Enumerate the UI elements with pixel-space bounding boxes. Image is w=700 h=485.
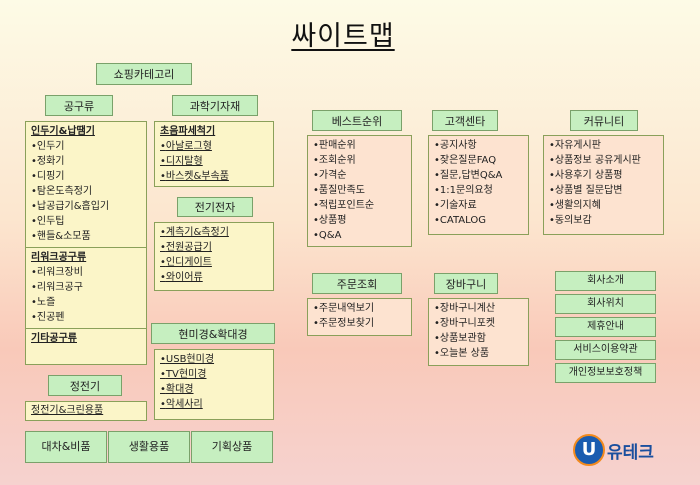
bottom-button-special[interactable]: 기획상품: [191, 431, 273, 463]
science-group-ultrasonic[interactable]: 초음파세척기: [160, 126, 216, 137]
list-item[interactable]: 동의보감: [549, 213, 658, 228]
list-item[interactable]: 리워크공구: [31, 280, 141, 295]
cart-box: 장바구니계산 장바구니포켓 상품보관함 오늘본 상품: [428, 298, 529, 366]
list-item[interactable]: 악세사리: [160, 397, 268, 412]
order-box: 주문내역보기 주문정보찾기: [307, 298, 412, 336]
company-item-partnership[interactable]: 제휴안내: [555, 317, 656, 337]
list-item[interactable]: 디핑기: [31, 169, 141, 184]
list-item[interactable]: 정화기: [31, 154, 141, 169]
list-item[interactable]: 상품평: [313, 213, 406, 228]
list-item[interactable]: 생활의지혜: [549, 198, 658, 213]
company-item-terms[interactable]: 서비스이용약관: [555, 340, 656, 360]
order-header[interactable]: 주문조회: [312, 273, 402, 294]
list-item[interactable]: 바스켓&부속품: [160, 169, 268, 184]
bottom-button-cart-fixtures[interactable]: 대차&비품: [25, 431, 107, 463]
electronics-box: 계측기&측정기 전원공급기 인디게이트 와이어류: [154, 222, 274, 291]
list-item[interactable]: 기술자료: [434, 198, 523, 213]
list-item[interactable]: 계측기&측정기: [160, 225, 268, 240]
list-item[interactable]: 품질만족도: [313, 183, 406, 198]
tools-header[interactable]: 공구류: [45, 95, 113, 116]
company-menu: 회사소개 회사위치 제휴안내 서비스이용약관 개인정보보호정책: [555, 271, 656, 386]
community-header[interactable]: 커뮤니티: [570, 110, 638, 131]
tools-group-rework[interactable]: 리워크공구류: [31, 252, 87, 263]
company-item-about[interactable]: 회사소개: [555, 271, 656, 291]
list-item[interactable]: 잦은질문FAQ: [434, 153, 523, 168]
list-item[interactable]: 상품보관함: [434, 331, 523, 346]
bottom-button-living[interactable]: 생활용품: [108, 431, 190, 463]
microscope-box: USB현미경 TV현미경 확대경 악세사리: [154, 349, 274, 420]
list-item[interactable]: 자유게시판: [549, 138, 658, 153]
list-item[interactable]: 주문정보찾기: [313, 316, 406, 331]
list-item[interactable]: Q&A: [313, 228, 406, 243]
electronics-header[interactable]: 전기전자: [177, 197, 253, 217]
best-box: 판매순위 조회순위 가격순 품질만족도 적립포인트순 상품평 Q&A: [307, 135, 412, 247]
list-item[interactable]: 노즐: [31, 295, 141, 310]
list-item[interactable]: 인디게이트: [160, 255, 268, 270]
list-item[interactable]: 조회순위: [313, 153, 406, 168]
company-logo[interactable]: U 유테크: [573, 432, 671, 468]
list-item[interactable]: 상품별 질문답변: [549, 183, 658, 198]
company-item-location[interactable]: 회사위치: [555, 294, 656, 314]
page-title: 싸이트맵: [291, 21, 395, 52]
list-item[interactable]: 1:1문의요청: [434, 183, 523, 198]
list-item[interactable]: CATALOG: [434, 213, 523, 228]
list-item[interactable]: 인두기: [31, 139, 141, 154]
list-item[interactable]: 핸들&소모품: [31, 229, 141, 244]
list-item[interactable]: 주문내역보기: [313, 301, 406, 316]
list-item[interactable]: 오늘본 상품: [434, 346, 523, 361]
logo-text: 유테크: [607, 442, 654, 463]
list-item[interactable]: 질문,답변Q&A: [434, 168, 523, 183]
list-item[interactable]: 판매순위: [313, 138, 406, 153]
tools-group-other[interactable]: 기타공구류: [31, 333, 77, 344]
company-item-privacy[interactable]: 개인정보보호정책: [555, 363, 656, 383]
divider: [26, 328, 146, 329]
tools-box: 인두기&납땜기 인두기 정화기 디핑기 탐온도측정기 납공급기&흡입기 인두팁 …: [25, 121, 147, 365]
best-header[interactable]: 베스트순위: [312, 110, 402, 131]
customer-box: 공지사항 잦은질문FAQ 질문,답변Q&A 1:1문의요청 기술자료 CATAL…: [428, 135, 529, 235]
shopping-category-header[interactable]: 쇼핑카테고리: [96, 63, 192, 85]
list-item[interactable]: 전원공급기: [160, 240, 268, 255]
divider: [26, 247, 146, 248]
science-box: 초음파세척기 아날로그형 디지탈형 바스켓&부속품: [154, 121, 274, 187]
microscope-header[interactable]: 현미경&확대경: [151, 323, 275, 344]
list-item[interactable]: 정전기&크린용품: [31, 405, 104, 416]
list-item[interactable]: 가격순: [313, 168, 406, 183]
list-item[interactable]: 아날로그형: [160, 139, 268, 154]
list-item[interactable]: TV현미경: [160, 367, 268, 382]
stationery-header[interactable]: 정전기: [48, 375, 122, 396]
list-item[interactable]: 탐온도측정기: [31, 184, 141, 199]
list-item[interactable]: 디지탈형: [160, 154, 268, 169]
customer-header[interactable]: 고객센타: [432, 110, 498, 131]
list-item[interactable]: 진공펜: [31, 310, 141, 325]
community-box: 자유게시판 상품정보 공유게시판 사용후기 상품평 상품별 질문답변 생활의지혜…: [543, 135, 664, 235]
list-item[interactable]: 납공급기&흡입기: [31, 199, 141, 214]
list-item[interactable]: 장바구니계산: [434, 301, 523, 316]
list-item[interactable]: 적립포인트순: [313, 198, 406, 213]
science-header[interactable]: 과학기자재: [172, 95, 258, 116]
stationery-box: 정전기&크린용품: [25, 401, 147, 421]
tools-group-soldering[interactable]: 인두기&납땜기: [31, 126, 95, 137]
logo-mark: U: [573, 434, 605, 466]
list-item[interactable]: 리워크장비: [31, 265, 141, 280]
list-item[interactable]: 인두팁: [31, 214, 141, 229]
list-item[interactable]: 상품정보 공유게시판: [549, 153, 658, 168]
list-item[interactable]: 장바구니포켓: [434, 316, 523, 331]
list-item[interactable]: 공지사항: [434, 138, 523, 153]
list-item[interactable]: 와이어류: [160, 270, 268, 285]
list-item[interactable]: USB현미경: [160, 352, 268, 367]
cart-header[interactable]: 장바구니: [434, 273, 498, 294]
list-item[interactable]: 확대경: [160, 382, 268, 397]
list-item[interactable]: 사용후기 상품평: [549, 168, 658, 183]
